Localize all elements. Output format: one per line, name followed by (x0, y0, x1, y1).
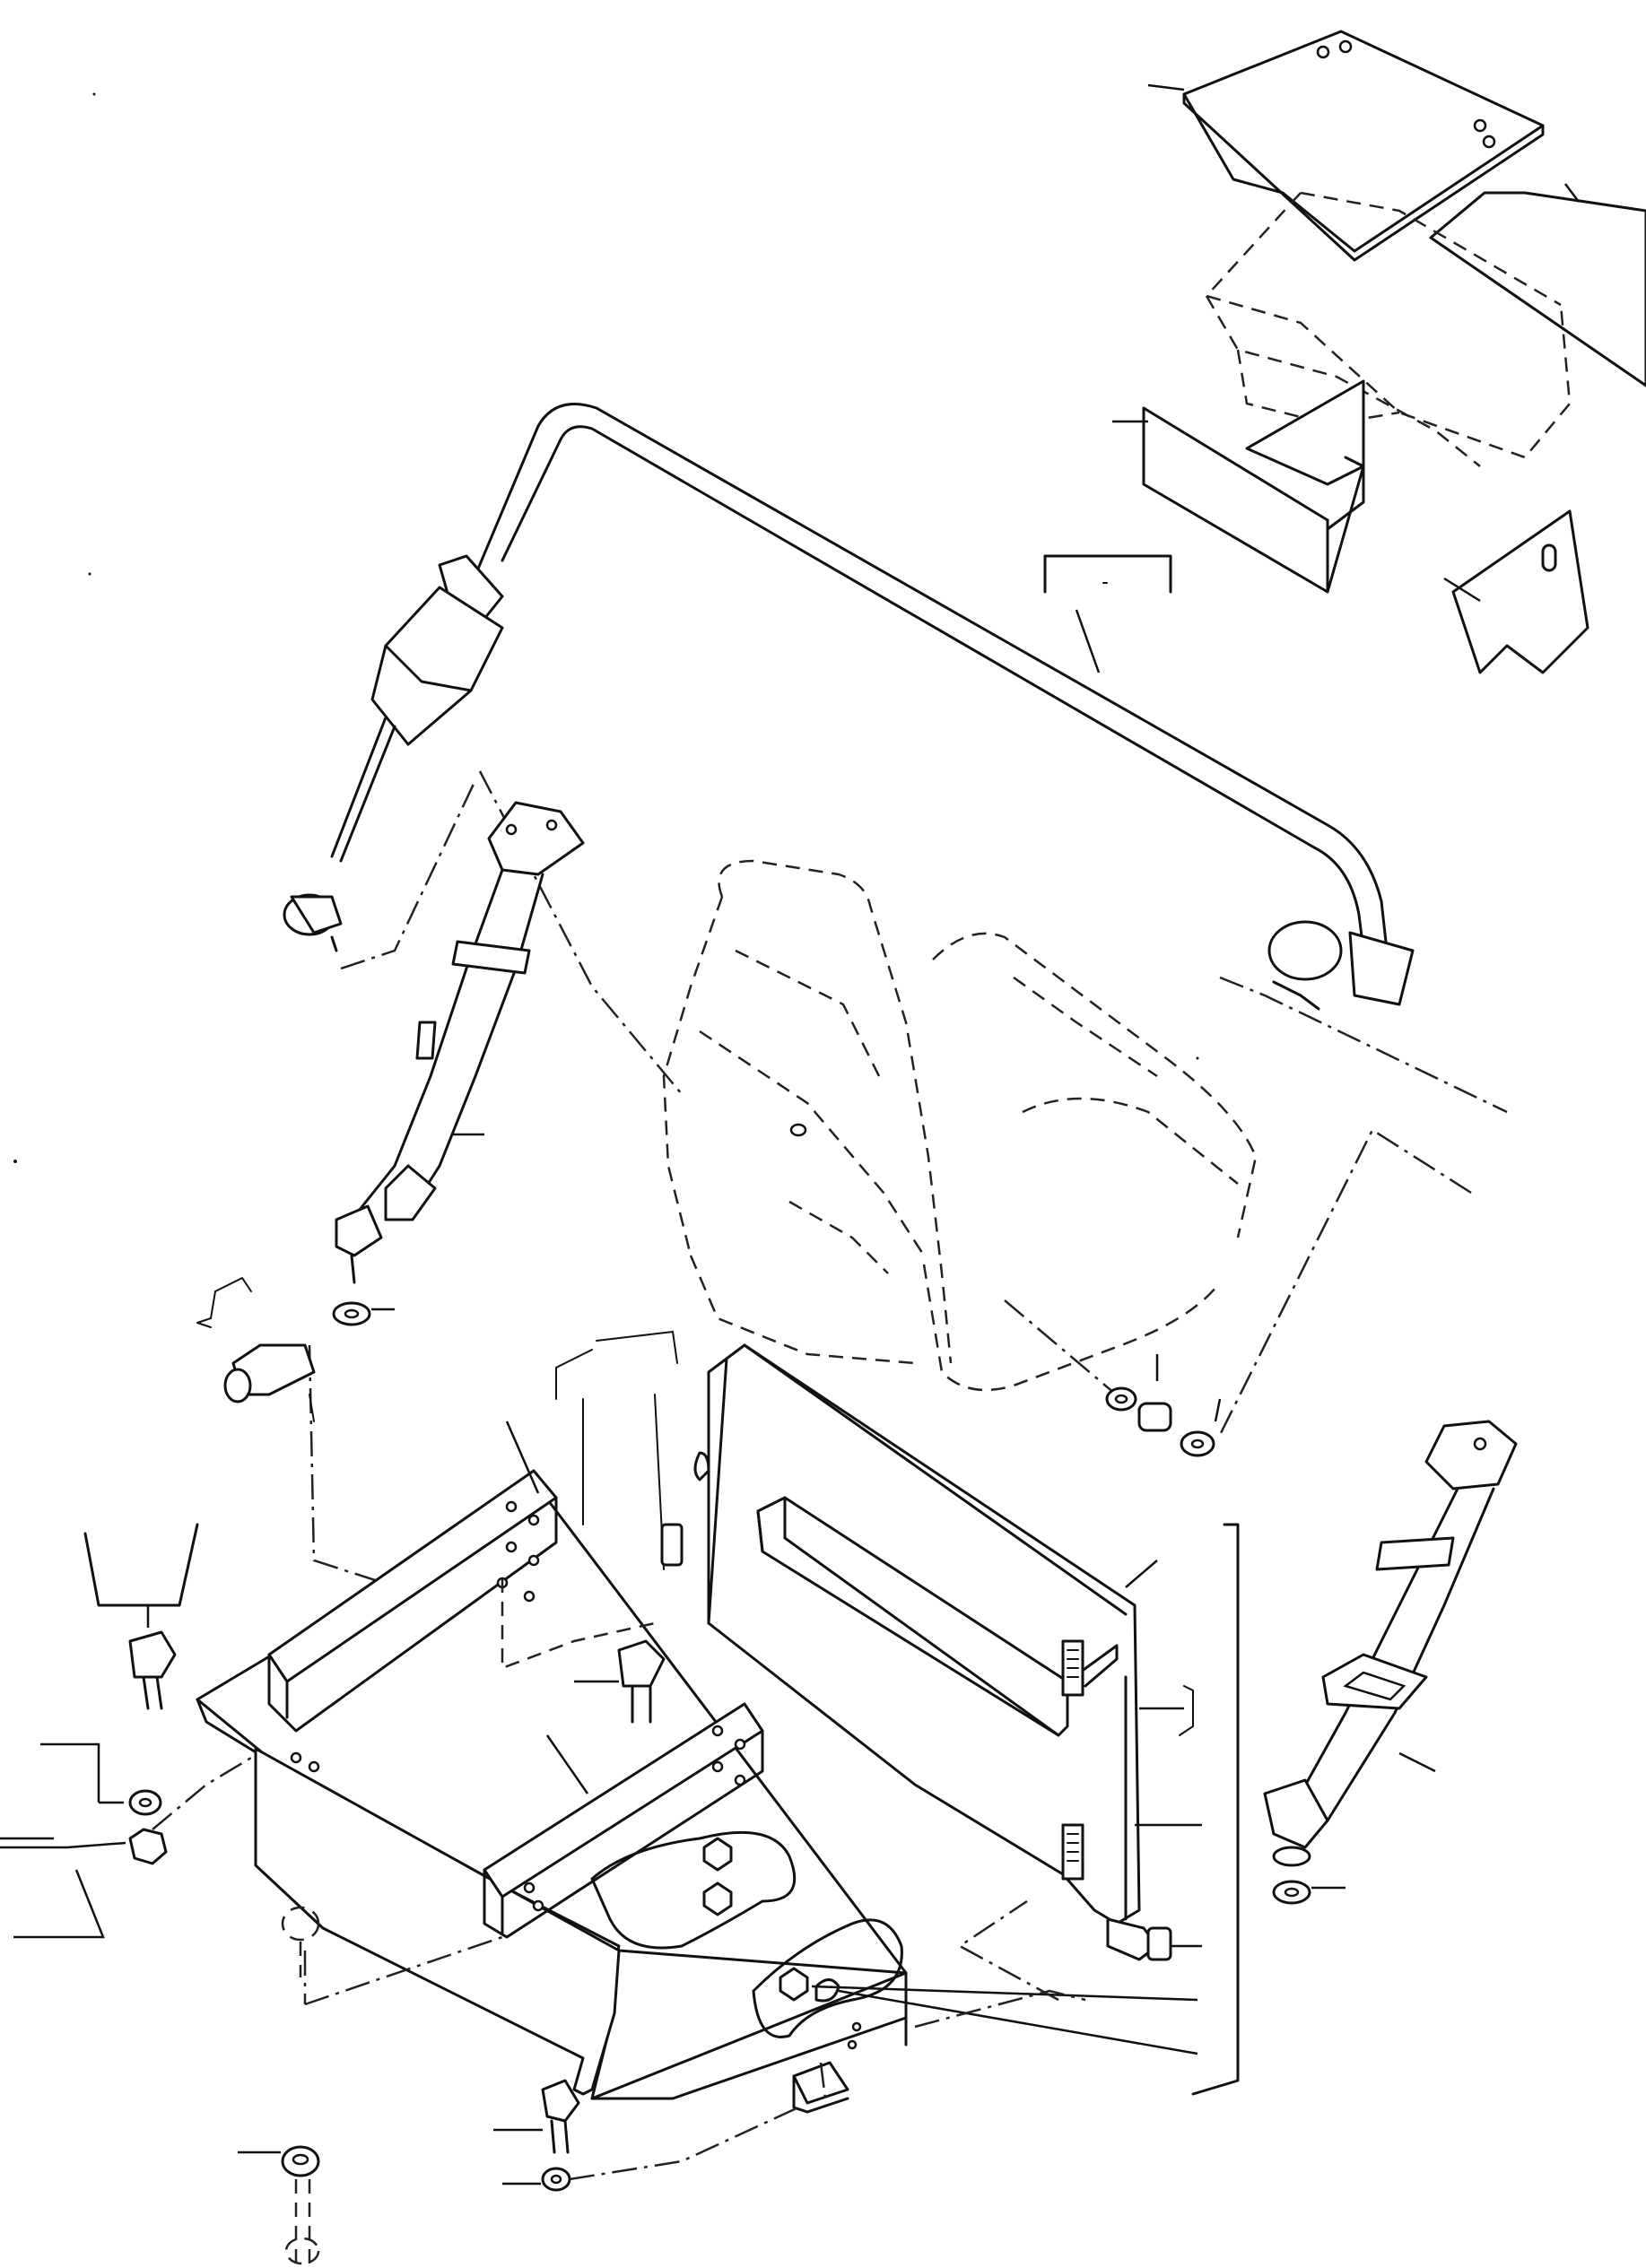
seat-plate (1147, 30, 1545, 262)
right-seat-belt (1263, 1420, 1518, 1905)
standoff-bracket (501, 1330, 684, 1670)
lower-bolt-group (238, 2079, 799, 2268)
right-bolt (1106, 1917, 1202, 1961)
seat-bracket-base (196, 1421, 1198, 2114)
lap-belt-upper (283, 403, 1415, 1011)
center-bolt (574, 1639, 666, 1724)
left-bolt-group (0, 1523, 252, 1939)
spacer-washers (1105, 1354, 1222, 1457)
rear-panel (693, 1343, 1202, 1925)
right-bracket-lines (914, 1523, 1240, 2096)
belt-clip (196, 1276, 316, 1422)
rear-cover (1443, 509, 1589, 674)
bracket-plate (1112, 379, 1365, 594)
scan-specks (13, 92, 1199, 1163)
side-cover (1429, 183, 1646, 387)
left-seat-belt (332, 801, 585, 1326)
seat-outline (662, 859, 1258, 1392)
lower-dashed-hardware (281, 1906, 503, 2006)
